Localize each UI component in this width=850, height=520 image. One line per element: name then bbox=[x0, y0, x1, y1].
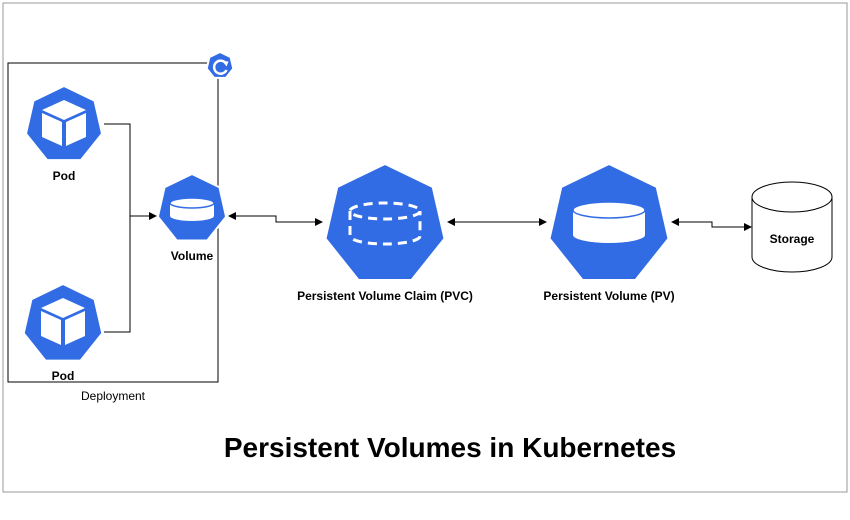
pv-node[interactable]: Persistent Volume (PV) bbox=[543, 162, 675, 303]
storage-label: Storage bbox=[770, 232, 815, 246]
pod-node-2[interactable]: Pod bbox=[22, 282, 104, 383]
pod-label: Pod bbox=[53, 169, 76, 183]
volume-node[interactable]: Volume bbox=[156, 172, 228, 263]
volume-label: Volume bbox=[171, 249, 214, 263]
pod-icon bbox=[24, 84, 104, 162]
deployment-icon bbox=[205, 50, 235, 79]
connector-pv-storage bbox=[671, 218, 752, 231]
pod-icon bbox=[22, 282, 104, 362]
pod-label: Pod bbox=[52, 369, 75, 383]
pod-node-1[interactable]: Pod bbox=[24, 84, 104, 183]
storage-cylinder bbox=[751, 197, 833, 273]
pvc-icon bbox=[324, 162, 446, 281]
connector-pod2-volume bbox=[104, 216, 131, 333]
pvc-label: Persistent Volume Claim (PVC) bbox=[297, 289, 473, 303]
connector-volume-pvc bbox=[228, 212, 323, 226]
pv-label: Persistent Volume (PV) bbox=[543, 289, 674, 303]
diagram-title: Persistent Volumes in Kubernetes bbox=[224, 432, 676, 463]
pvc-node[interactable]: Persistent Volume Claim (PVC) bbox=[297, 162, 473, 303]
connector-pod1-volume bbox=[104, 123, 157, 220]
deployment-label: Deployment bbox=[81, 389, 146, 403]
storage-node[interactable]: Storage bbox=[751, 181, 833, 273]
